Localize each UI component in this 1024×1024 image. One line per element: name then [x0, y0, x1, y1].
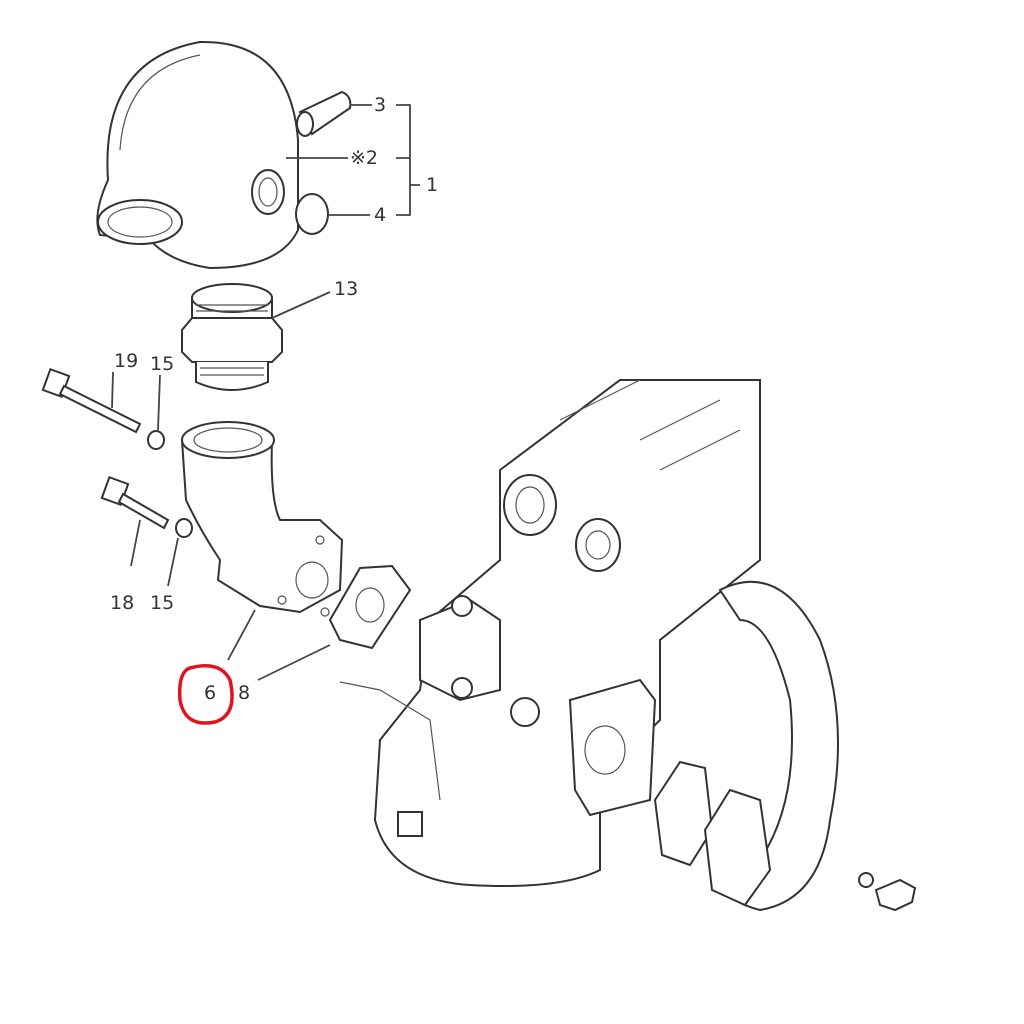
ring-part-2 — [251, 169, 285, 215]
washer-part-15-upper — [147, 430, 165, 450]
callout-15-upper: 15 — [150, 353, 175, 375]
bolt-part-19 — [41, 367, 142, 434]
callout-3: 3 — [374, 94, 387, 116]
callout-6: 6 — [204, 682, 217, 704]
nipple-part-13 — [181, 283, 283, 391]
engine-block — [339, 379, 761, 887]
exhaust-elbow-part-6 — [180, 421, 344, 617]
callout-13: 13 — [334, 278, 359, 300]
callout-8: 8 — [238, 682, 251, 704]
highlight-circle — [177, 664, 234, 725]
callout-15-lower: 15 — [150, 592, 175, 614]
washer-part-15-lower — [175, 518, 193, 538]
callout-1: 1 — [426, 174, 439, 196]
callout-18: 18 — [110, 592, 135, 614]
bolt-part-18 — [100, 475, 170, 530]
callout-19: 19 — [114, 350, 139, 372]
washer-part-4 — [295, 193, 329, 235]
callout-2: ※2 — [350, 147, 379, 169]
plug-part-3 — [296, 90, 352, 137]
callout-4: 4 — [374, 204, 387, 226]
elbow-cap-part — [96, 40, 299, 270]
gasket-part-8 — [328, 564, 412, 650]
exhaust-pipe — [653, 580, 917, 912]
